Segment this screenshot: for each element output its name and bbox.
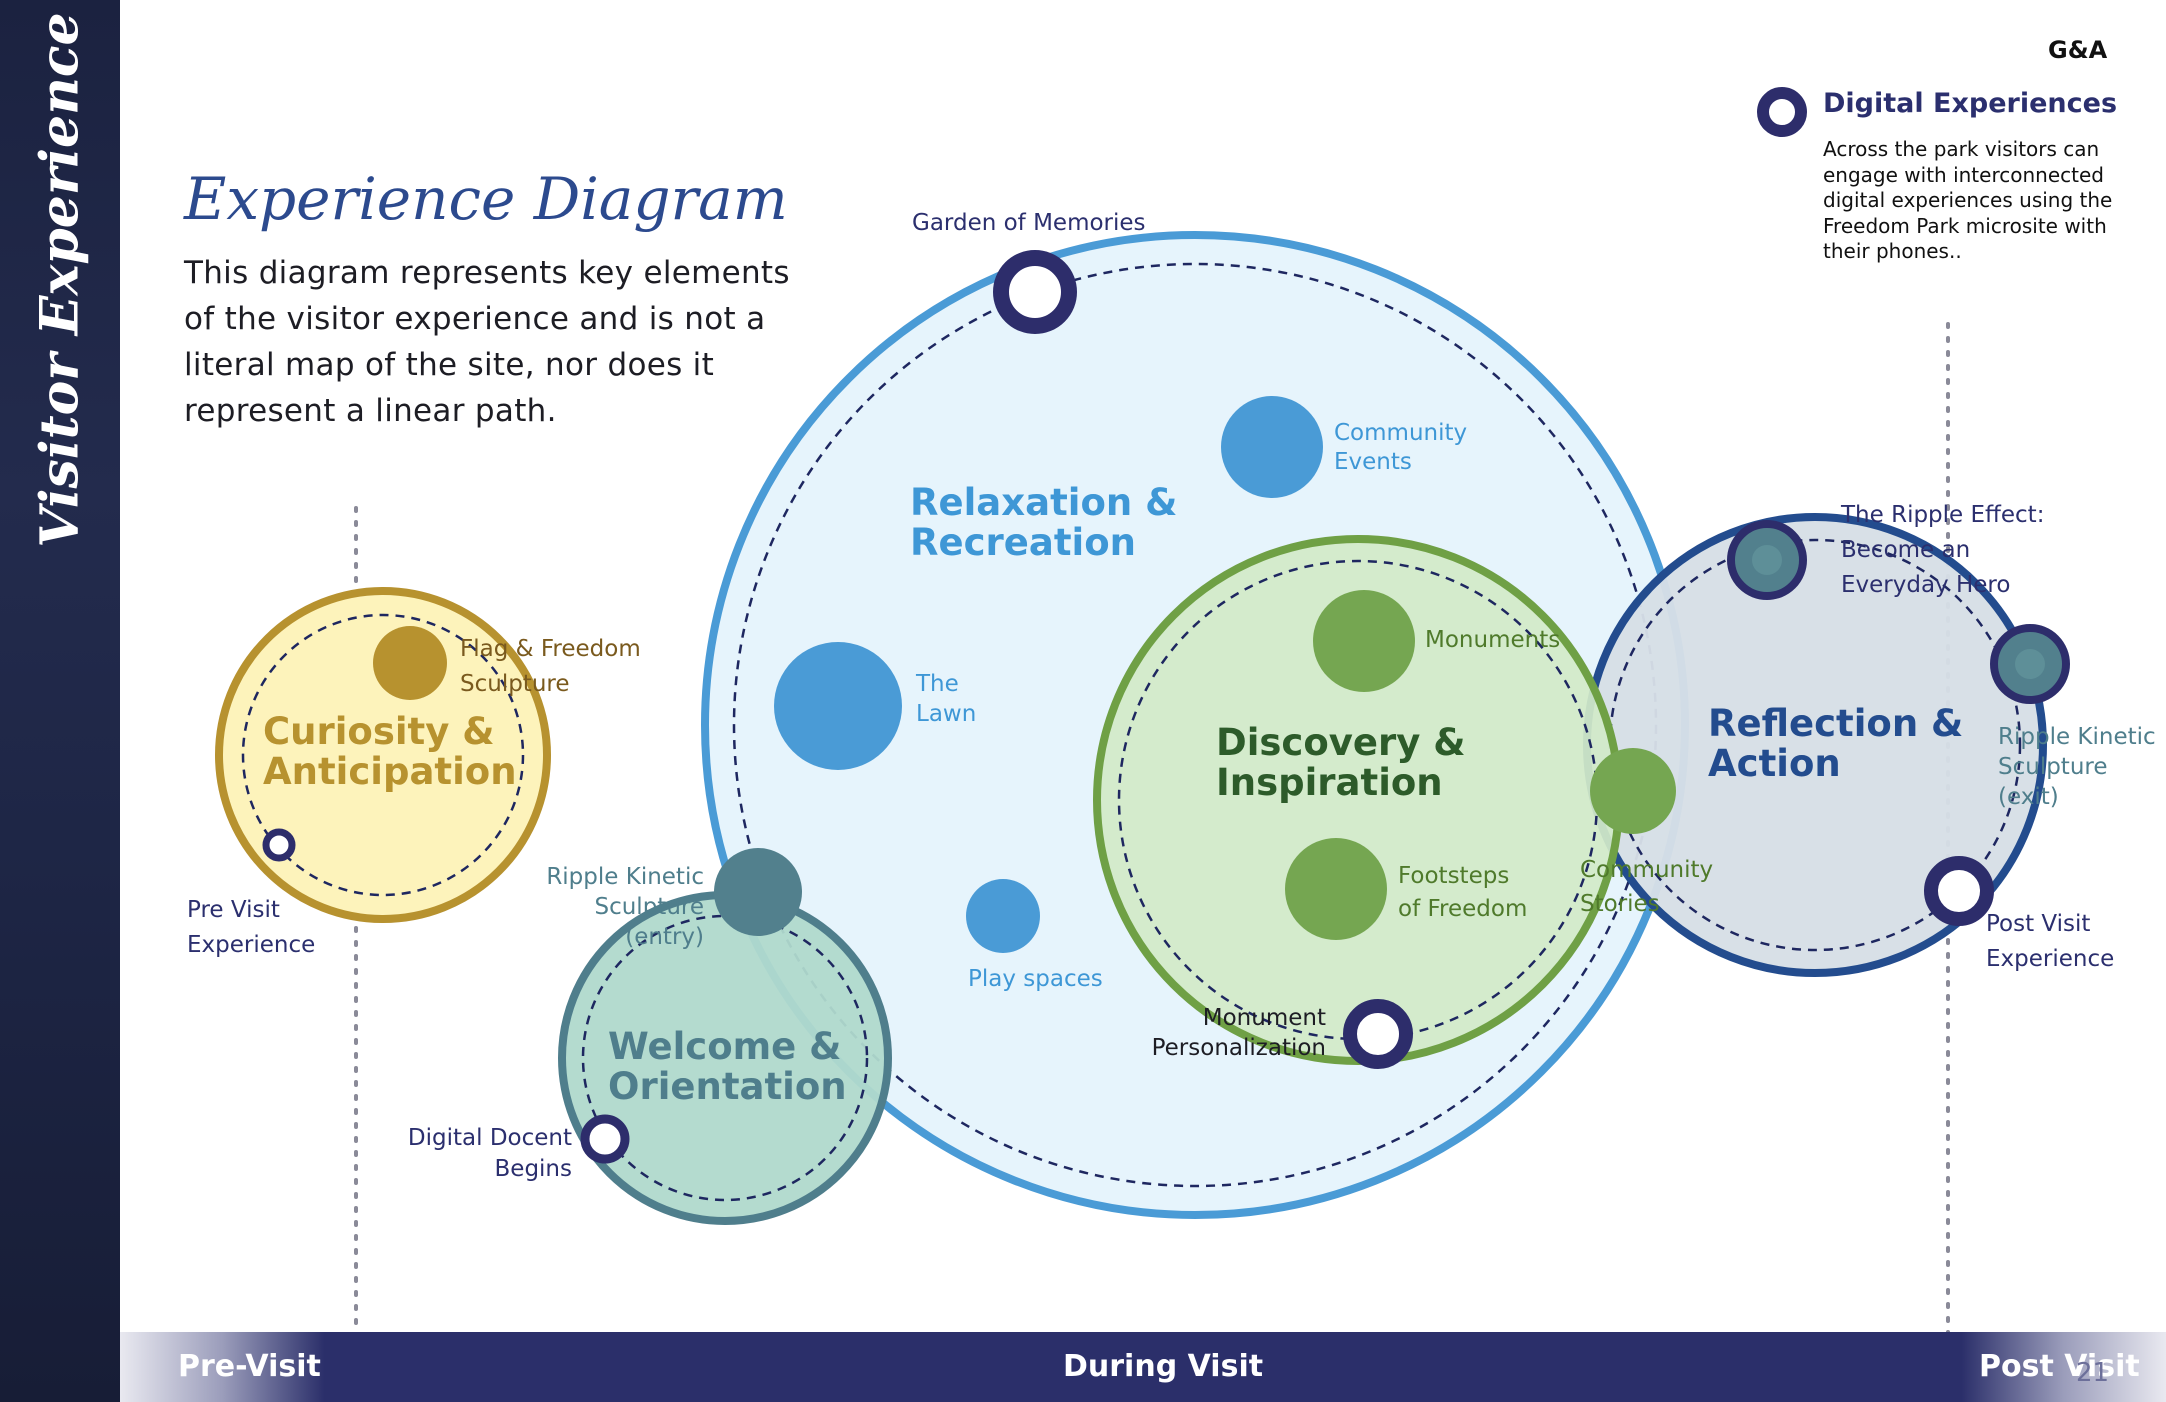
discovery-zone-name: Discovery &Inspiration xyxy=(1216,721,1466,804)
legend-title: Digital Experiences xyxy=(1823,88,2118,119)
ripple-exit-core xyxy=(2015,649,2045,679)
community-stories-dot xyxy=(1590,748,1676,834)
page-number: 21 xyxy=(2076,1358,2110,1388)
garden-of-memories-label: Garden of Memories xyxy=(912,210,1146,236)
play-spaces-label: Play spaces xyxy=(968,966,1103,992)
play-spaces-dot xyxy=(966,879,1040,953)
flag-sculpture-dot xyxy=(373,626,447,700)
monuments-dot xyxy=(1313,590,1415,692)
garden-of-memories-ring xyxy=(993,250,1077,334)
welcome-zone-name: Welcome &Orientation xyxy=(608,1025,847,1108)
pre-visit-ring xyxy=(262,828,296,862)
curiosity-zone xyxy=(215,587,551,923)
page-title: Experience Diagram xyxy=(184,165,788,233)
digital-docent-ring xyxy=(580,1114,630,1164)
post-visit-phase: Post Visit xyxy=(1979,1349,2140,1384)
monument-personalization-ring xyxy=(1343,999,1413,1069)
timeline-bar xyxy=(120,1332,2166,1402)
curiosity-zone-name: Curiosity &Anticipation xyxy=(263,710,517,793)
ripple-entry-dot xyxy=(714,848,802,936)
intro-paragraph: This diagram represents key elements of … xyxy=(184,255,790,429)
the-lawn-dot xyxy=(774,642,902,770)
brand-mark: G&A xyxy=(2048,36,2108,64)
ripple-effect-core xyxy=(1752,545,1782,575)
relaxation-zone-name: Relaxation &Recreation xyxy=(910,481,1178,564)
community-events-dot xyxy=(1221,396,1323,498)
pre-visit-phase: Pre-Visit xyxy=(178,1349,321,1384)
sidebar: Visitor Experience xyxy=(0,0,120,1402)
reflection-zone-name: Reflection &Action xyxy=(1708,702,1964,785)
monuments-label: Monuments xyxy=(1425,627,1561,653)
curiosity-dashed-ring xyxy=(241,613,525,897)
digital-experience-legend-icon xyxy=(1757,87,1807,137)
footsteps-dot xyxy=(1285,838,1387,940)
post-visit-ring xyxy=(1924,856,1994,926)
during-visit-phase: During Visit xyxy=(1063,1349,1264,1384)
legend-description: Across the park visitors can engage with… xyxy=(1823,137,2113,263)
welcome-dashed-ring xyxy=(581,914,869,1202)
